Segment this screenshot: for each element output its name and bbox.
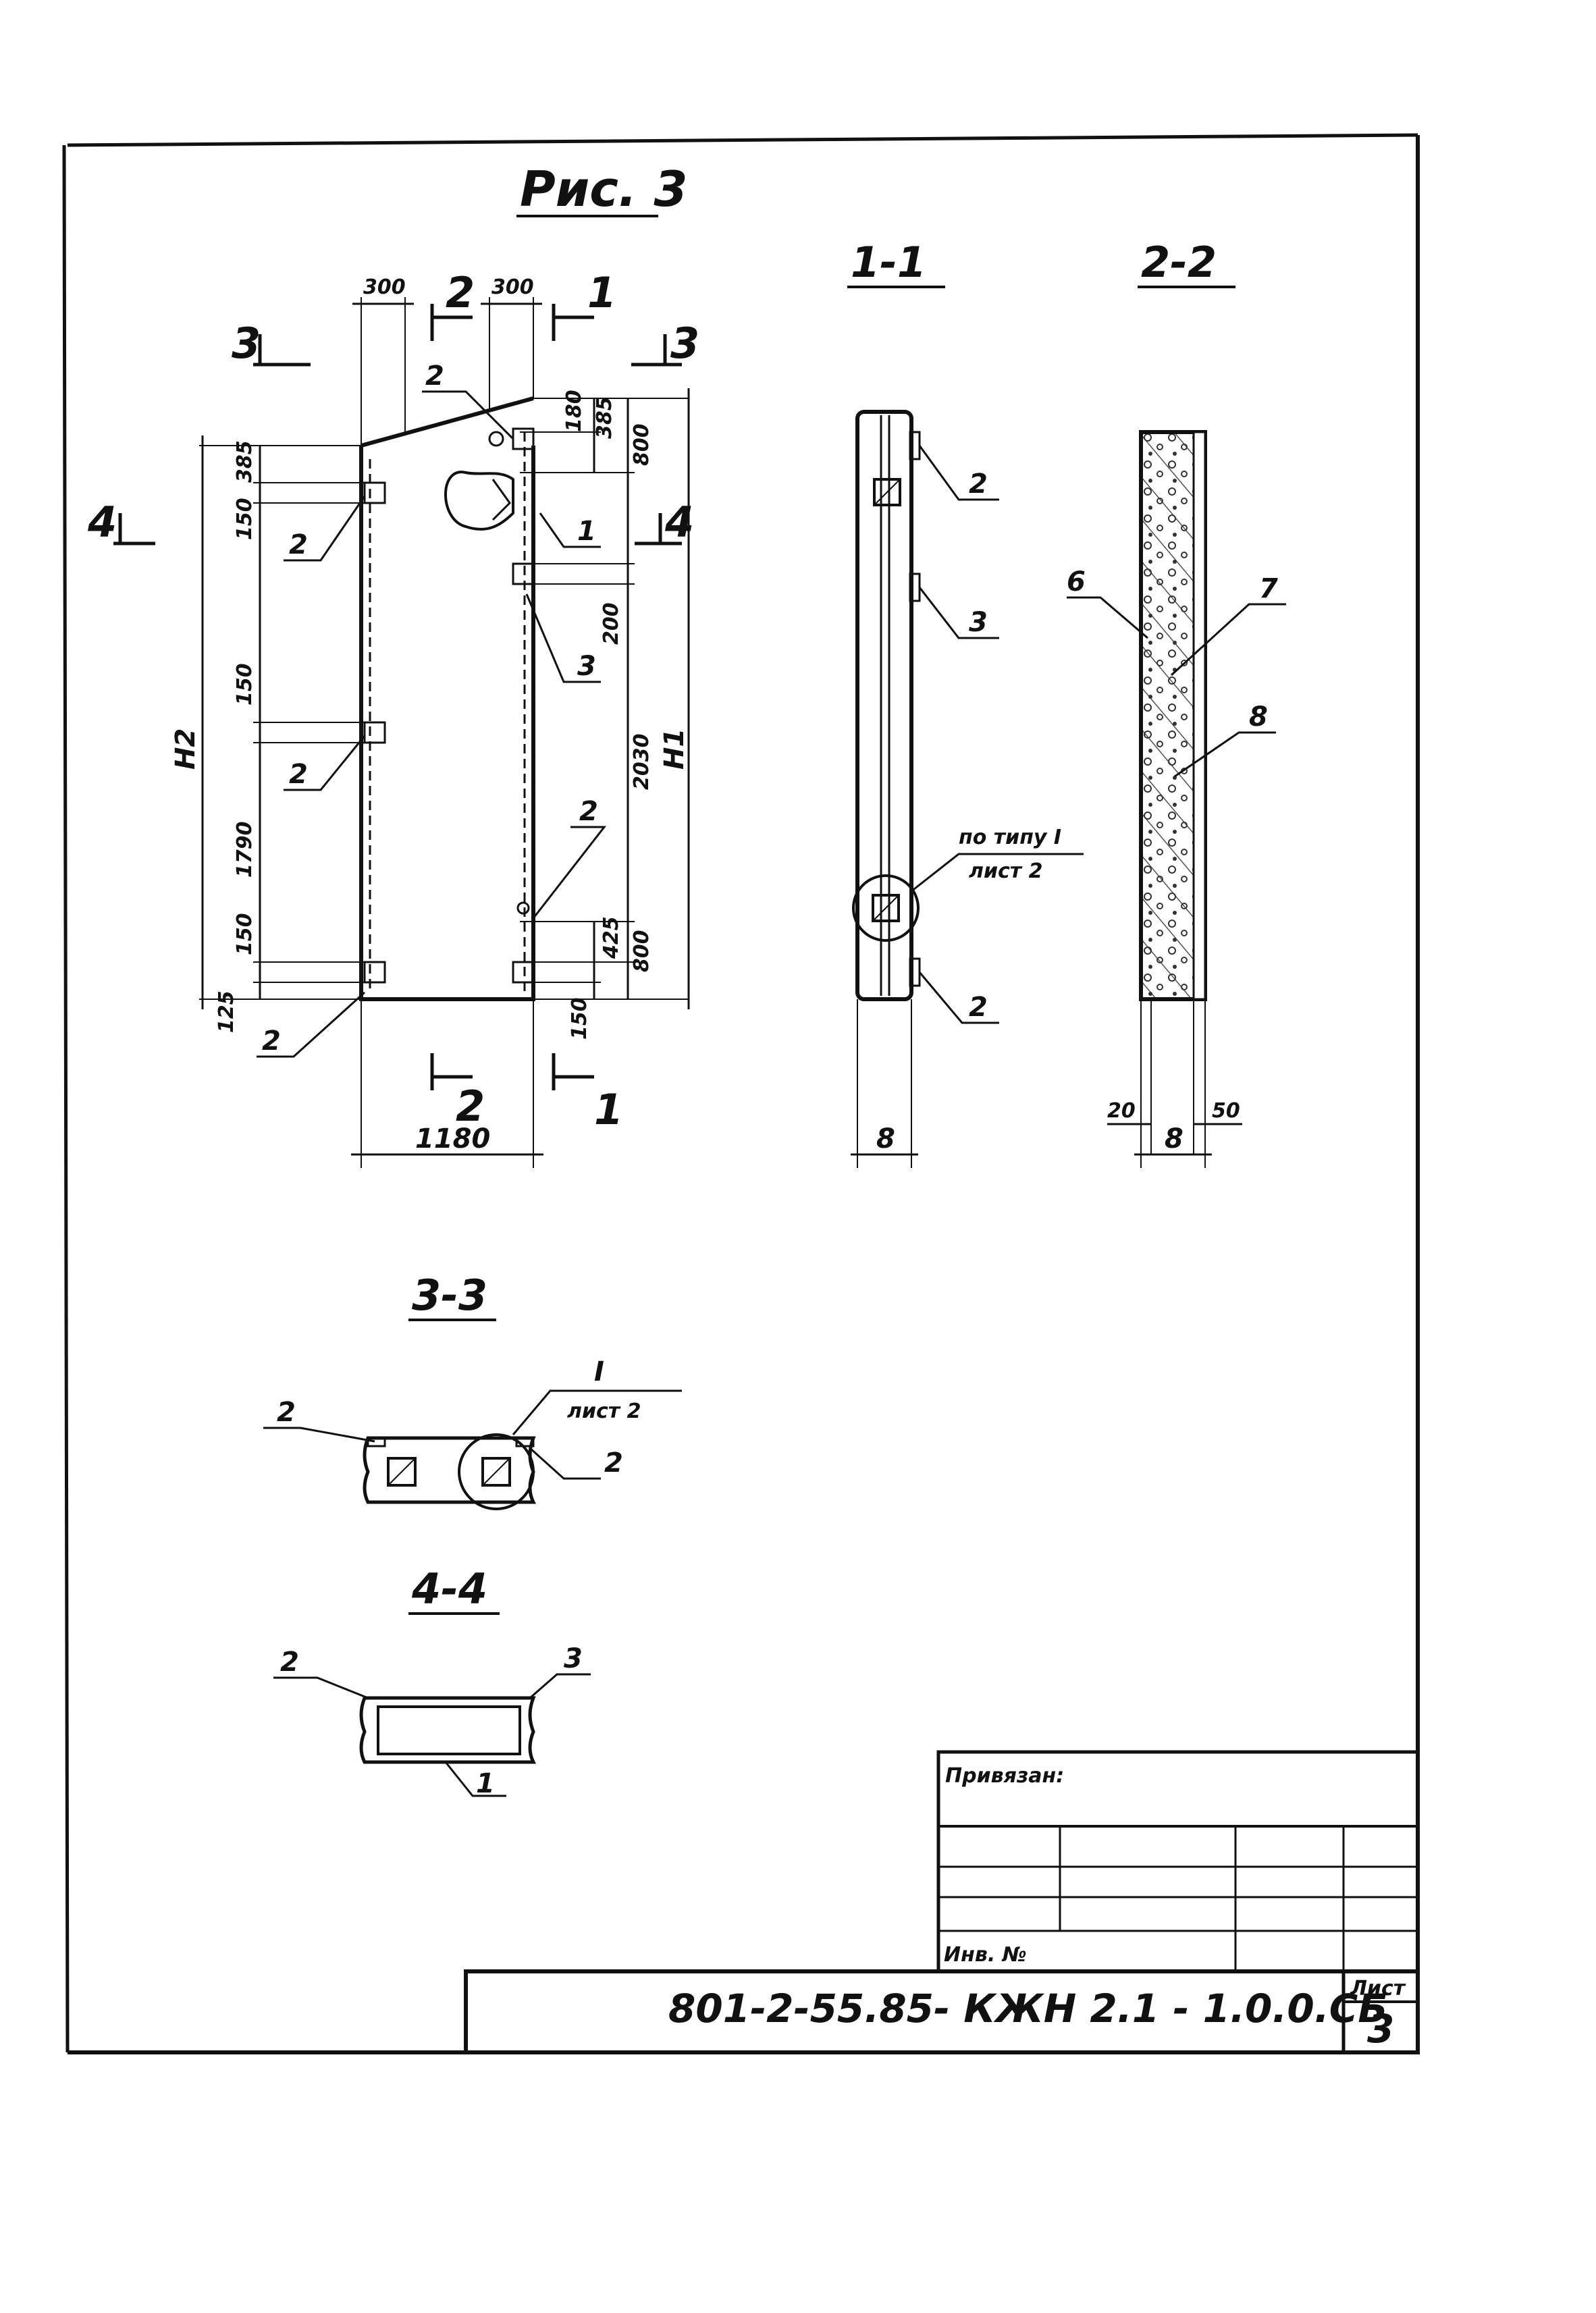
dim-top-left-width: 300 (363, 275, 406, 299)
cut-mark-3-right: 3 (670, 319, 699, 368)
s11-callout-2-top: 2 (969, 469, 988, 500)
title-block (464, 1750, 1420, 2054)
s33-callout-2-left: 2 (277, 1397, 296, 1428)
s44-callout-1: 1 (476, 1768, 495, 1799)
dim-right-385: 385 (593, 396, 616, 439)
s33-note-line2: лист 2 (567, 1400, 641, 1423)
s44-callout-3: 3 (564, 1643, 583, 1674)
section-3-3-view (263, 1389, 682, 1510)
section-1-1-title: 1-1 (851, 238, 926, 287)
cut-mark-4-right: 4 (664, 498, 694, 547)
front-view-callout-labels: 2 2 1 3 2 2 2 (262, 361, 598, 1057)
s11-note-line2: лист 2 (969, 859, 1042, 883)
callout-2-left-mid: 2 (289, 759, 308, 790)
cut-mark-4-left: 4 (87, 498, 117, 547)
inventory-label: Инв. № (944, 1943, 1027, 1967)
dim-left-150-mid: 150 (233, 663, 257, 706)
dim-right-150: 150 (568, 997, 591, 1040)
section-3-3-title: 3-3 (412, 1271, 487, 1320)
section-4-4-title: 4-4 (411, 1564, 487, 1614)
dim-right-425: 425 (600, 916, 623, 959)
dim-left-150-bot: 150 (233, 913, 257, 955)
dim-right-200: 200 (600, 602, 623, 645)
s33-note-line1: I (594, 1356, 604, 1387)
s22-callout-8: 8 (1249, 701, 1268, 733)
dim-left-1790: 1790 (233, 822, 257, 878)
s22-callout-7: 7 (1259, 573, 1278, 604)
cut-marks (113, 304, 682, 1090)
sheet-number: 3 (1367, 2006, 1394, 2052)
dim-right-2030: 2030 (630, 734, 654, 791)
height-h2: H2 (170, 728, 201, 770)
dim-bottom-width: 1180 (415, 1123, 490, 1154)
section-2-2-title: 2-2 (1141, 238, 1217, 287)
height-h1: H1 (659, 728, 690, 770)
sheet-frame (62, 133, 1420, 2054)
section-4-4-labels: 2 3 1 (280, 1643, 583, 1799)
cut-mark-2-top: 2 (446, 268, 475, 317)
figure-title: Рис. 3 (520, 161, 687, 217)
s11-note-line1: по типу I (959, 826, 1061, 849)
s22-dim-right: 50 (1212, 1099, 1240, 1123)
s22-dim-width: 8 (1165, 1123, 1183, 1154)
bound-label: Привязан: (945, 1764, 1064, 1788)
callout-2-top: 2 (425, 361, 444, 392)
cut-mark-labels: 2 1 3 3 4 4 2 1 (87, 268, 699, 1134)
s11-dim-width: 8 (876, 1123, 895, 1154)
cut-mark-1-top: 1 (587, 268, 616, 317)
front-view (199, 297, 690, 1168)
dim-left-150-top: 150 (233, 498, 257, 540)
s22-callout-6: 6 (1067, 566, 1086, 597)
dim-left-125: 125 (215, 990, 238, 1033)
front-view-dimensions: 300 300 1180 385 150 150 1790 150 125 H2… (170, 275, 690, 1154)
callout-2-left-top: 2 (289, 529, 308, 560)
cut-mark-3-left: 3 (232, 319, 261, 368)
dim-top-right-width: 300 (491, 275, 534, 299)
dim-right-800-top: 800 (630, 423, 654, 466)
section-2-2-view (1067, 430, 1286, 1168)
section-4-4-view (273, 1673, 591, 1797)
section-1-1-labels: 2 3 2 по типу I лист 2 8 (876, 469, 1061, 1154)
section-1-1-view (851, 410, 1084, 1168)
sheet-label: Лист (1350, 1977, 1406, 2000)
callout-1-right: 1 (577, 516, 596, 547)
s44-callout-2: 2 (280, 1647, 299, 1678)
callout-2-left-bot: 2 (262, 1026, 281, 1057)
dim-left-385: 385 (233, 440, 257, 483)
dim-right-180: 180 (562, 390, 586, 432)
section-2-2-labels: 6 7 8 20 8 50 (1067, 566, 1278, 1154)
cut-mark-2-bottom: 2 (456, 1082, 485, 1131)
s11-callout-2-bottom: 2 (969, 992, 988, 1023)
document-code: 801-2-55.85- КЖН 2.1 - 1.0.0.СБ (668, 1986, 1388, 2031)
s33-callout-2-right: 2 (604, 1447, 623, 1479)
s11-callout-3: 3 (969, 607, 988, 638)
title-block-text: Привязан: Инв. № 801-2-55.85- КЖН 2.1 - … (668, 1764, 1406, 2052)
dim-right-800-bot: 800 (630, 930, 654, 972)
s22-dim-left: 20 (1107, 1099, 1136, 1123)
callout-3-right: 3 (577, 651, 596, 682)
front-view-callouts (257, 390, 607, 1058)
section-3-3-labels: 2 2 I лист 2 (277, 1356, 641, 1479)
callout-2-right-low: 2 (579, 796, 598, 827)
cut-mark-1-bottom: 1 (594, 1085, 623, 1134)
